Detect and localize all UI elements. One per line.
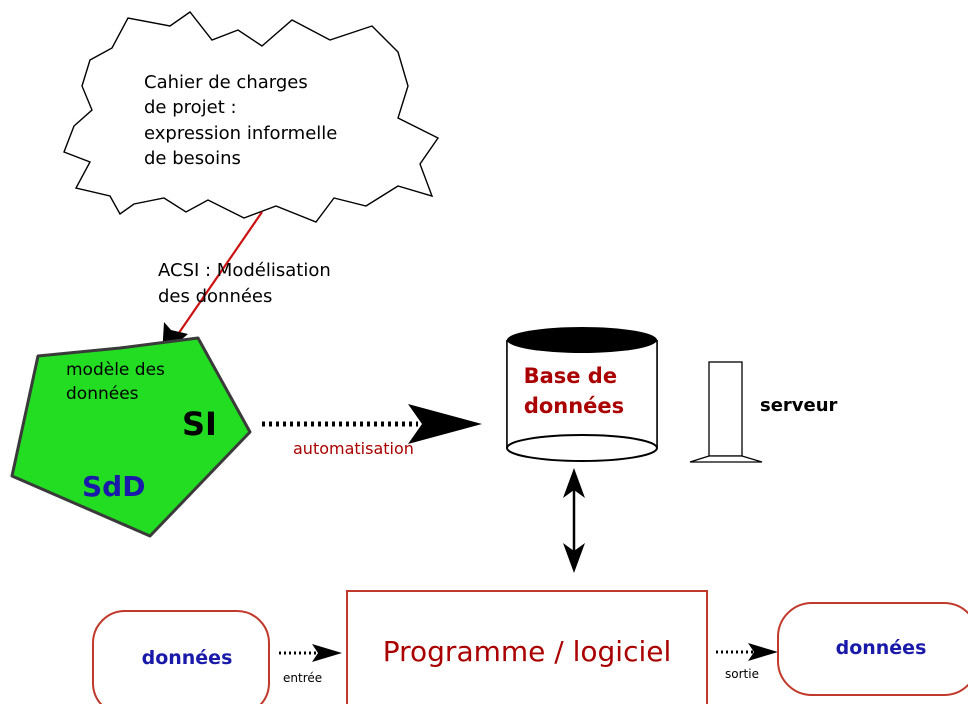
input-data-box [92, 610, 270, 704]
server-base [689, 455, 763, 463]
cloud-line-3: expression informelle [144, 123, 337, 144]
cloud-shape [63, 11, 440, 223]
output-data-box [777, 602, 968, 696]
cloud-line-1: Cahier de charges [144, 72, 308, 93]
database-top [507, 327, 657, 353]
db-arrow-up-head [563, 468, 585, 498]
database-line-2: données [524, 394, 624, 418]
database-label: Base de données [524, 364, 625, 418]
acsi-line-2: des données [158, 286, 272, 307]
model-line-1: modèle des [66, 360, 165, 380]
program-box [346, 590, 708, 704]
si-label: SI [182, 405, 217, 443]
database-bottom [506, 434, 658, 462]
input-arrow-label: entrée [283, 671, 322, 685]
acsi-label: ACSI : Modélisation des données [158, 260, 336, 307]
model-line-2: données [66, 384, 139, 404]
acsi-line-1: ACSI : Modélisation [158, 260, 331, 281]
database-cylinder: Base de données [506, 327, 658, 462]
sdd-label: SdD [82, 470, 145, 503]
data-model-shape: modèle des données SI SdD [10, 336, 252, 538]
cloud-line-2: de projet : [144, 97, 237, 118]
output-arrow-label: sortie [725, 667, 759, 681]
cloud-line-4: de besoins [144, 148, 241, 169]
input-arrow-head [312, 644, 342, 662]
automation-arrow-head [408, 404, 482, 444]
automation-label: automatisation [293, 439, 414, 458]
input-data-label: données [142, 647, 233, 669]
database-line-1: Base de [524, 364, 618, 388]
data-model-polygon [10, 336, 252, 538]
program-label: Programme / logiciel [383, 635, 672, 668]
modeling-arrow [171, 211, 263, 344]
model-label: modèle des données [66, 360, 170, 404]
cloud-text: Cahier de charges de projet : expression… [144, 72, 343, 169]
db-program-arrow [563, 468, 585, 573]
server-icon [689, 361, 763, 463]
server-tower [708, 361, 743, 457]
output-arrow-head [748, 643, 778, 661]
output-data-label: données [836, 637, 927, 659]
server-label: serveur [760, 395, 838, 416]
requirements-cloud: Cahier de charges de projet : expression… [63, 11, 440, 223]
db-arrow-down-head [563, 543, 585, 573]
